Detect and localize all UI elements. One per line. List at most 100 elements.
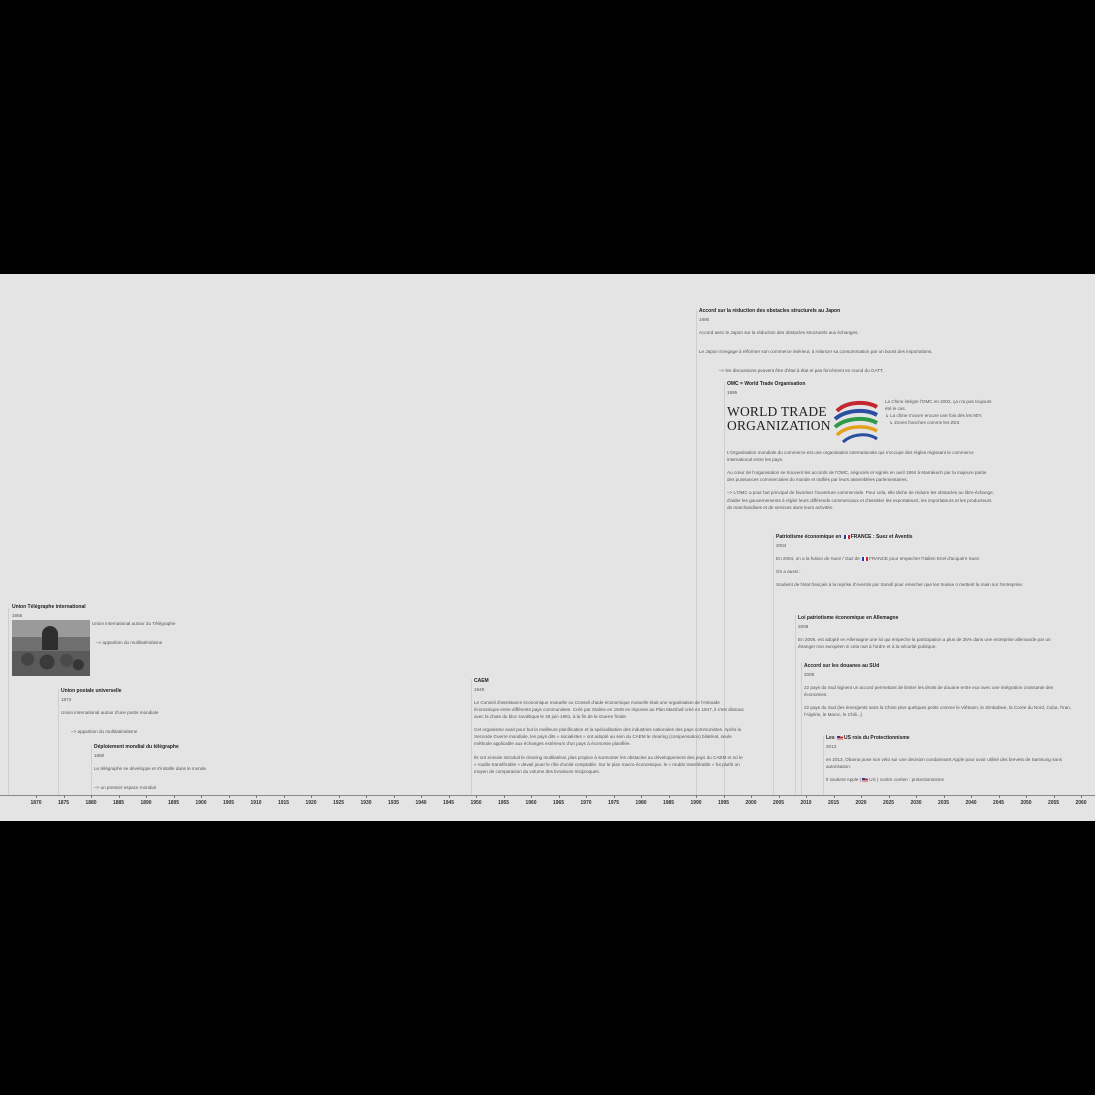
axis-tick-label: 1925: [332, 800, 345, 806]
wto-swirl-icon: [833, 400, 879, 444]
axis-tick-label: 1985: [662, 800, 675, 806]
event-title: Patriotisme économique en: [776, 534, 842, 540]
event-text: En 2004, on a la fusion de Suez / Gaz de: [776, 555, 860, 561]
event-year: 2004: [776, 542, 787, 548]
event-title: Déploiement mondial du télégraphe: [94, 744, 179, 750]
event-year: 2013: [826, 743, 837, 749]
event-text: –> apparition du multilatéralisme: [96, 640, 163, 646]
event-title: FRANCE : Suez et Aventis: [850, 534, 913, 540]
axis-tick: [366, 795, 367, 798]
axis-tick-label: 1945: [442, 800, 455, 806]
axis-tick-label: 1890: [140, 800, 152, 806]
axis-tick: [1081, 795, 1082, 798]
event-text: ↳ Zones franches comme les ZES: [889, 420, 960, 426]
event-title: Union Télégraphe international: [12, 604, 86, 610]
axis-tick-label: 1960: [525, 800, 537, 806]
axis-tick: [283, 795, 285, 798]
us-flag-icon: [837, 735, 844, 740]
event-text: FRANCE pour empecher l'Italien Enel d'ac…: [869, 555, 981, 561]
timeline-canvas[interactable]: Union Télégraphe international 1865 Unio…: [0, 274, 1095, 821]
event-text: On a aussi :: [776, 568, 801, 574]
axis-tick: [888, 795, 890, 798]
event-text: –> L'OMC a pour but principal de favoris…: [727, 490, 994, 510]
axis-tick-label: 2055: [1047, 800, 1060, 806]
axis-tick: [641, 795, 642, 798]
event-omc[interactable]: OMC = World Trade Organisation 1995: [727, 381, 997, 396]
event-text: 22 pays du Sud signent un accord permett…: [804, 684, 1054, 697]
axis-tick-label: 1935: [387, 800, 400, 806]
event-text: Cet organisme avait pour but la meilleur…: [474, 727, 742, 747]
axis-tick: [91, 795, 92, 798]
event-text: en 2013, Obama pose son véto sur une dec…: [826, 756, 1062, 769]
axis-tick: [998, 795, 1000, 798]
axis-tick-label: 2045: [992, 800, 1005, 806]
event-year: 1995: [727, 389, 738, 395]
axis-tick: [916, 795, 917, 798]
axis-tick: [338, 795, 340, 798]
event-text: –> apparition du multilatéralisme: [71, 728, 138, 734]
axis-tick: [751, 795, 752, 798]
axis-tick-label: 1930: [360, 800, 372, 806]
axis-tick-label: 1920: [305, 800, 317, 806]
event-title: Union postale universelle: [61, 688, 122, 694]
event-text: L'Organisation mondiale du commerce est …: [727, 450, 974, 463]
event-year: 2009: [804, 671, 815, 677]
event-text: 22 pays du Sud (les émergents sans la Ch…: [804, 705, 1072, 718]
event-deploiement-telegraphe[interactable]: Déploiement mondial du télégraphe 1880 L…: [94, 744, 314, 797]
event-patriotisme-france[interactable]: Patriotisme économique en FRANCE : Suez …: [776, 534, 1044, 594]
axis-tick-label: 1975: [607, 800, 620, 806]
event-accord-sud[interactable]: Accord sur les douanes au SUd 2009 22 pa…: [804, 663, 1074, 724]
axis-tick: [806, 795, 807, 798]
axis-tick-label: 1950: [470, 800, 482, 806]
axis-tick-label: 1905: [222, 800, 235, 806]
axis-tick-label: 1915: [277, 800, 290, 806]
axis-tick: [833, 795, 835, 798]
axis-tick-label: 2025: [882, 800, 895, 806]
event-title: Les: [826, 735, 835, 741]
axis-tick-label: 1875: [57, 800, 70, 806]
event-text: –> les discussions peuvent être d'état à…: [719, 368, 884, 374]
event-text: Il soutient Apple (: [826, 777, 862, 783]
event-line: [58, 689, 59, 795]
axis-tick: [173, 795, 175, 798]
axis-tick: [146, 795, 147, 798]
axis-tick-label: 1990: [690, 800, 702, 806]
axis-tick: [228, 795, 230, 798]
axis-tick: [63, 795, 65, 798]
event-loi-allemagne[interactable]: Loi patriotisme économique en Allemagne …: [798, 615, 1060, 656]
axis-tick: [476, 795, 477, 798]
event-us-protectionnisme[interactable]: Les US rois du Protectionnisme 2013 en 2…: [826, 735, 1088, 789]
event-line: [696, 310, 697, 795]
axis-tick-label: 1980: [635, 800, 647, 806]
event-text: Le Japon s'engage à réformer son commerc…: [699, 348, 933, 354]
event-title: Loi patriotisme économique en Allemagne: [798, 615, 899, 621]
axis-tick-label: 1995: [717, 800, 730, 806]
axis-tick-label: 1940: [415, 800, 427, 806]
event-japon[interactable]: Accord sur la réduction des obstacles st…: [699, 308, 989, 380]
axis-tick: [311, 795, 312, 798]
event-union-telegraphe[interactable]: Union Télégraphe international 1865: [12, 604, 212, 619]
axis-tick-label: 2000: [745, 800, 757, 806]
axis-tick-label: 1970: [580, 800, 592, 806]
telegraph-union-photo: [12, 620, 90, 676]
event-line: [8, 608, 9, 795]
event-line: [795, 615, 796, 795]
event-text: Union international autour du Télégraphe: [92, 621, 176, 626]
axis-tick-label: 1885: [112, 800, 125, 806]
event-title: US rois du Protectionnisme: [844, 735, 910, 741]
axis-tick: [696, 795, 697, 798]
axis-line: [0, 795, 1095, 796]
axis-tick-label: 2050: [1020, 800, 1032, 806]
axis-tick: [393, 795, 395, 798]
event-union-postale[interactable]: Union postale universelle 1874 Union int…: [61, 688, 261, 741]
axis-tick: [943, 795, 945, 798]
event-line: [823, 736, 824, 795]
event-line: [801, 663, 802, 795]
event-text: Au cœur de l'organisation se trouvent le…: [727, 470, 987, 483]
event-year: 1990: [699, 316, 710, 322]
wto-logo-line-1: WORLD TRADE: [727, 404, 827, 419]
event-text: La Chine intègre l'OMC en 2002, ça n'a p…: [885, 399, 992, 412]
event-caem[interactable]: CAEM 1949 Le Conseil d'assistance économ…: [474, 678, 744, 781]
axis-tick-label: 2040: [965, 800, 977, 806]
axis-tick-label: 1900: [195, 800, 207, 806]
